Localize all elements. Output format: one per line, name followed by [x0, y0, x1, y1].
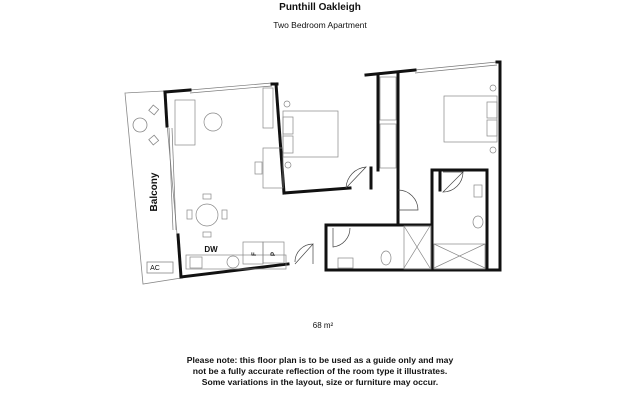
desk [262, 147, 284, 189]
tv-unit [262, 87, 274, 129]
note-line: Please note: this floor plan is to be us… [186, 355, 454, 365]
page-title: Punthill Oakleigh [279, 2, 361, 13]
balcony-label: Balcony [149, 172, 160, 211]
windows [168, 61, 498, 231]
pantry-label: P [271, 252, 277, 256]
sofa [174, 99, 196, 146]
coffee-table [203, 112, 223, 132]
wardrobes [379, 123, 397, 169]
furniture [174, 76, 498, 270]
note-line: not be a fully accurate reflection of th… [192, 366, 448, 376]
doors [294, 166, 464, 265]
bed-2 [443, 95, 498, 143]
dishwasher-label: DW [204, 245, 218, 254]
walls [163, 60, 502, 279]
fridge-label: F [252, 252, 258, 256]
ac-label: AC [150, 265, 160, 272]
floor-area: 68 m² [312, 321, 334, 330]
kitchen-bench [185, 254, 287, 270]
disclaimer-note: Please note: this floor plan is to be us… [0, 355, 640, 388]
note-line: Some variations in the layout, size or f… [201, 377, 439, 387]
page-subtitle: Two Bedroom Apartment [273, 20, 367, 30]
dining-table [195, 203, 219, 227]
